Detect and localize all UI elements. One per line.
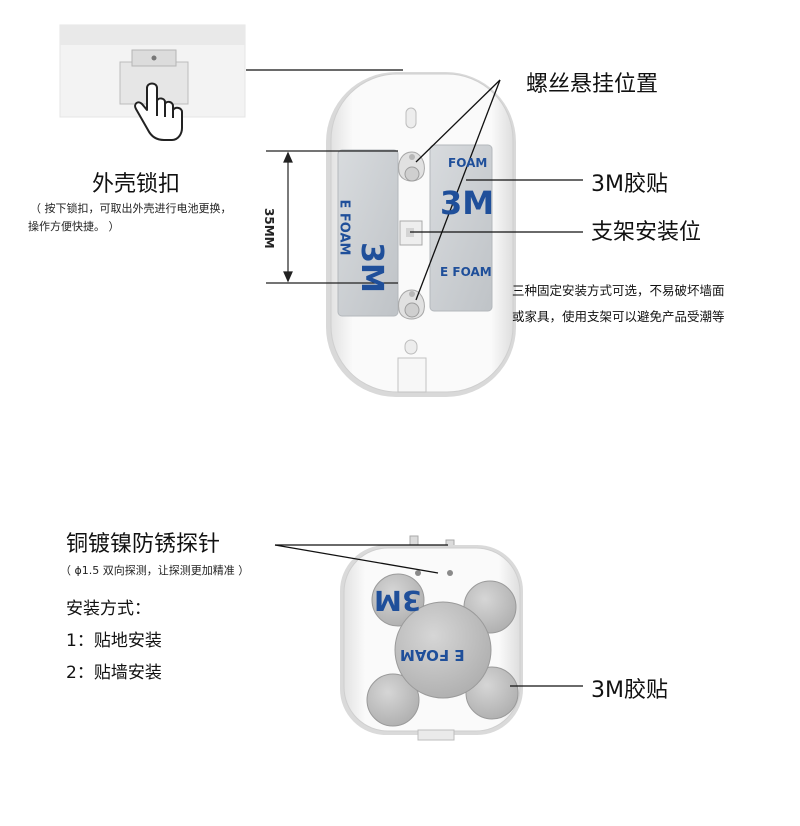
tape-print-text: FOAM — [448, 156, 488, 170]
lock-note-line-2: 操作方便快捷。 ） — [28, 220, 120, 233]
tape-print-text: E FOAM — [400, 646, 465, 664]
bracket-position-label: 支架安装位 — [591, 220, 702, 245]
screw-hole-top — [398, 151, 425, 182]
clover-tape — [366, 573, 519, 727]
install-method-1: 1：贴地安装 — [66, 631, 162, 651]
screw-hole-bottom — [398, 289, 425, 320]
lock-title: 外壳锁扣 — [92, 172, 181, 197]
right-tape — [429, 144, 493, 312]
tape-logo: 3M — [353, 242, 389, 293]
bottom-device — [340, 535, 523, 741]
tape-logo: 3M — [374, 584, 422, 617]
leader-lines-top — [246, 69, 583, 301]
install-note-line-2: 或家具，使用支架可以避免产品受潮等 — [512, 309, 725, 324]
tape-logo: 3M — [440, 184, 495, 222]
probe-title: 铜镀镍防锈探针 — [66, 532, 221, 557]
dimension-marker — [266, 150, 398, 284]
tape-label-top: 3M胶贴 — [591, 172, 668, 197]
install-note-line-1: 三种固定安装方式可选，不易破坏墙面 — [512, 283, 725, 298]
screw-position-label: 螺丝悬挂位置 — [526, 72, 659, 97]
left-tape — [337, 149, 399, 317]
probe-right — [447, 570, 453, 576]
leader-lines-bottom — [274, 544, 583, 687]
install-method-2: 2：贴墙安装 — [66, 663, 162, 683]
pointing-hand-icon — [134, 82, 183, 141]
top-device — [326, 72, 516, 397]
dimension-label: 35MM — [262, 208, 276, 249]
tape-print-text: E FOAM — [336, 199, 352, 256]
tape-print-text: E FOAM — [440, 265, 492, 279]
tape-label-bottom: 3M胶贴 — [591, 678, 668, 703]
probe-note: （ ϕ1.5 双向探测，让探测更加精准 ） — [60, 564, 250, 577]
probe-left — [415, 570, 421, 576]
install-method-title: 安装方式： — [66, 599, 151, 619]
lock-note-line-1: （ 按下锁扣，可取出外壳进行电池更换， — [30, 202, 232, 215]
